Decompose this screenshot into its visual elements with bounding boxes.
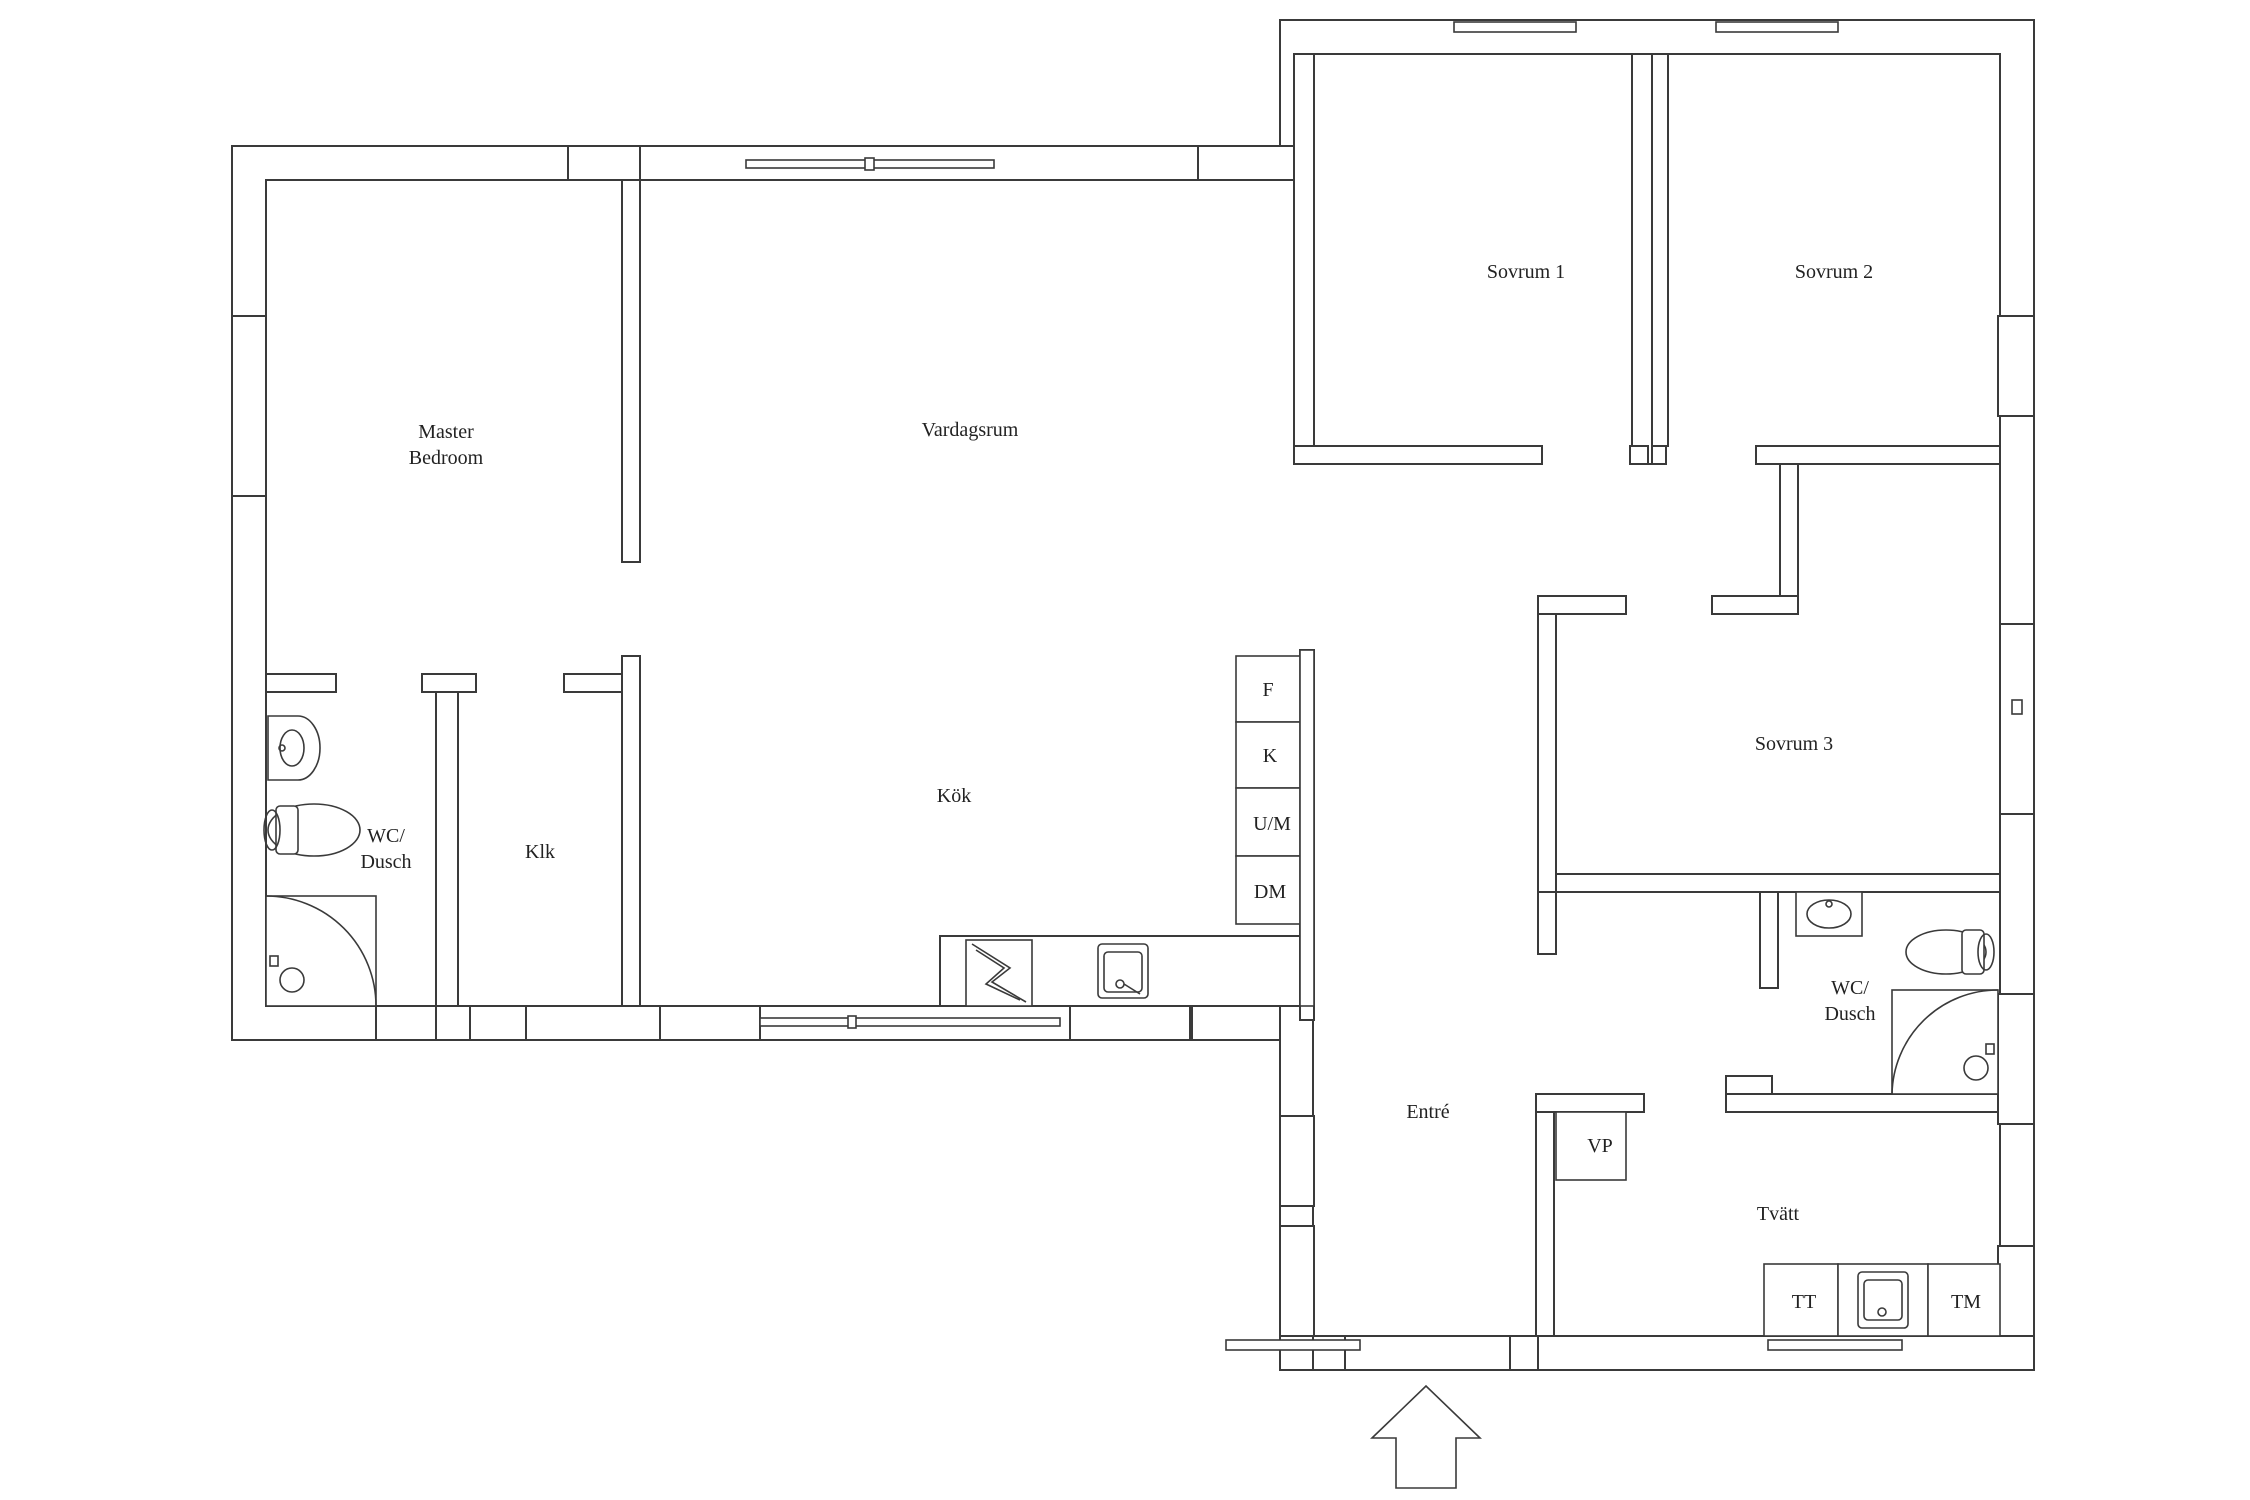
- label-tm: TM: [1951, 1291, 1981, 1313]
- label-wc-left-1: WC/: [367, 825, 405, 847]
- label-master-bedroom-2: Bedroom: [409, 447, 484, 469]
- room-labels: Master Bedroom Vardagsrum Sovrum 1 Sovru…: [360, 261, 1875, 1225]
- label-wc-right-2: Dusch: [1824, 1003, 1875, 1025]
- label-vp: VP: [1587, 1135, 1613, 1157]
- label-dm: DM: [1254, 881, 1286, 903]
- label-tt: TT: [1792, 1291, 1816, 1313]
- entrance-arrow-icon: [1370, 1384, 1482, 1489]
- interior-walls: [231, 53, 2035, 1371]
- label-tvatt: Tvätt: [1757, 1203, 1800, 1225]
- label-kok: Kök: [937, 785, 971, 807]
- label-k: K: [1263, 745, 1278, 767]
- fixture-labels: F K U/M DM VP TT TM: [1253, 679, 1981, 1313]
- windows: [745, 21, 2023, 1351]
- shower-icon: [1891, 989, 1999, 1095]
- label-sovrum2: Sovrum 2: [1795, 261, 1873, 283]
- sink-icon: [1795, 891, 1863, 937]
- dishwasher: [1235, 855, 1301, 925]
- label-wc-right-1: WC/: [1831, 977, 1869, 999]
- label-klk: Klk: [525, 841, 555, 863]
- label-um: U/M: [1253, 813, 1291, 835]
- sink-icon: [267, 715, 321, 781]
- label-wc-left-2: Dusch: [360, 851, 411, 873]
- vp-box: [1555, 1111, 1627, 1181]
- outer-walls: [231, 19, 2035, 1371]
- right-wc-fixtures: [1795, 891, 1999, 1095]
- label-f: F: [1262, 679, 1273, 701]
- kitchen-appliances: [965, 649, 1315, 1007]
- left-wc-fixtures: [263, 715, 377, 1007]
- washer-tm: [1927, 1263, 2001, 1337]
- shower-icon: [265, 895, 377, 1007]
- freezer: [1235, 721, 1301, 789]
- label-sovrum1: Sovrum 1: [1487, 261, 1565, 283]
- label-master-bedroom-1: Master: [418, 421, 474, 443]
- label-sovrum3: Sovrum 3: [1755, 733, 1833, 755]
- label-entre: Entré: [1406, 1101, 1449, 1123]
- label-vardagsrum: Vardagsrum: [922, 419, 1019, 441]
- laundry-fixtures: [1555, 1111, 2001, 1337]
